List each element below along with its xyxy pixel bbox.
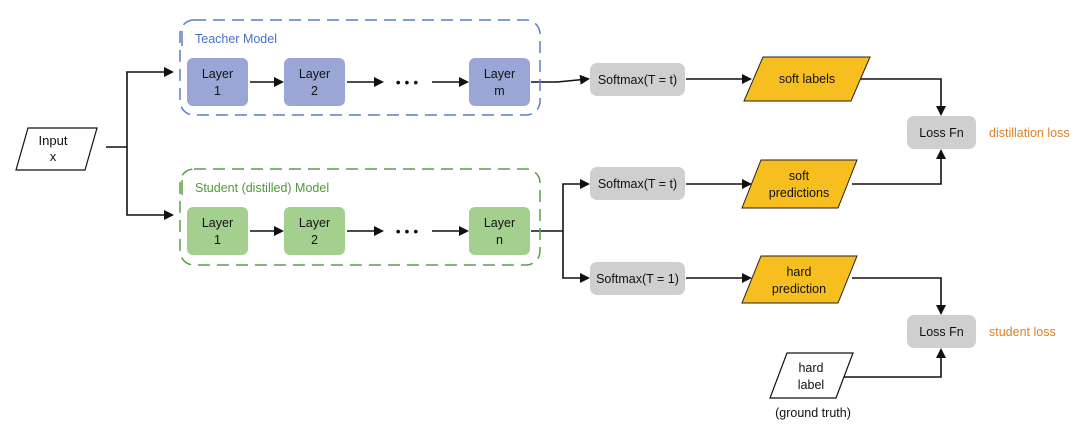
student-loss-caption: student loss xyxy=(989,325,1056,339)
input-label: Input xyxy=(39,133,68,148)
hard-label-node: hard label xyxy=(769,352,854,399)
student-ellipsis: • • • xyxy=(396,223,419,239)
softpred-to-loss-arrow xyxy=(852,149,946,185)
input-variable: x xyxy=(50,149,57,164)
student-layer-n-label: Layer xyxy=(484,216,515,230)
softmax-student-hard-label: Softmax(T = 1) xyxy=(596,272,679,286)
hard-prediction-node: hard prediction xyxy=(741,255,858,304)
teacher-layer-1: Layer 1 xyxy=(187,58,248,106)
teacher-layer-2-index: 2 xyxy=(311,84,318,98)
teacher-layer-2: Layer 2 xyxy=(284,58,345,106)
teacher-layer-m-label: Layer xyxy=(484,67,515,81)
teacher-layer-m-index: m xyxy=(494,84,504,98)
softmax-student-hard: Softmax(T = 1) xyxy=(590,262,685,295)
soft-predictions-node: soft predictions xyxy=(741,159,858,209)
student-to-softmax-soft-arrow xyxy=(562,179,590,231)
distillation-loss-caption: distillation loss xyxy=(989,126,1070,140)
hard-label-line1: hard xyxy=(798,361,823,375)
student-loss-node: Loss Fn xyxy=(907,315,976,348)
teacher-model: Teacher Model Layer 1 Layer 2 • • • Laye… xyxy=(179,19,541,116)
teacher-layer-m: Layer m xyxy=(469,58,530,106)
softmax-student-soft-label: Softmax(T = t) xyxy=(598,177,677,191)
student-layer-n-index: n xyxy=(496,233,503,247)
input-to-student-arrow xyxy=(126,147,174,220)
hardpred-to-loss-arrow xyxy=(852,277,946,315)
teacher-layer-1-label: Layer xyxy=(202,67,233,81)
student-layer-1-label: Layer xyxy=(202,216,233,230)
teacher-ellipsis: • • • xyxy=(396,74,419,90)
input-to-teacher-arrow xyxy=(126,67,174,147)
student-loss-fn-label: Loss Fn xyxy=(919,325,964,339)
hardlabel-to-loss-arrow xyxy=(843,348,946,378)
student-layer-2-index: 2 xyxy=(311,233,318,247)
soft-labels-node: soft labels xyxy=(743,56,871,102)
student-model: Student (distilled) Model Layer 1 Layer … xyxy=(179,168,541,266)
distillation-loss-fn-label: Loss Fn xyxy=(919,126,964,140)
student-layer-n: Layer n xyxy=(469,207,530,255)
teacher-dashed-box xyxy=(179,19,541,116)
distillation-loss-node: Loss Fn xyxy=(907,116,976,149)
soft-labels-label: soft labels xyxy=(779,72,835,86)
student-title: Student (distilled) Model xyxy=(195,181,329,195)
soft-predictions-line1: soft xyxy=(789,169,810,183)
teacher-title: Teacher Model xyxy=(195,32,277,46)
hard-prediction-line2: prediction xyxy=(772,282,826,296)
student-layer-1: Layer 1 xyxy=(187,207,248,255)
student-layer-2-label: Layer xyxy=(299,216,330,230)
softmax-teacher-label: Softmax(T = t) xyxy=(598,73,677,87)
teacher-layer-2-label: Layer xyxy=(299,67,330,81)
student-dashed-box xyxy=(179,168,541,266)
hard-prediction-line1: hard xyxy=(786,265,811,279)
student-layer-1-index: 1 xyxy=(214,233,221,247)
ground-truth-caption: (ground truth) xyxy=(775,406,851,420)
soft-predictions-line2: predictions xyxy=(769,186,829,200)
input-node: Input x xyxy=(15,127,98,171)
student-to-softmax-hard-arrow xyxy=(562,231,590,283)
softmax-teacher: Softmax(T = t) xyxy=(590,63,685,96)
student-layer-2: Layer 2 xyxy=(284,207,345,255)
connectors xyxy=(106,67,946,378)
softlabels-to-loss-arrow xyxy=(858,78,946,116)
hard-label-line2: label xyxy=(798,378,824,392)
softmax-student-soft: Softmax(T = t) xyxy=(590,167,685,200)
teacher-layer-1-index: 1 xyxy=(214,84,221,98)
